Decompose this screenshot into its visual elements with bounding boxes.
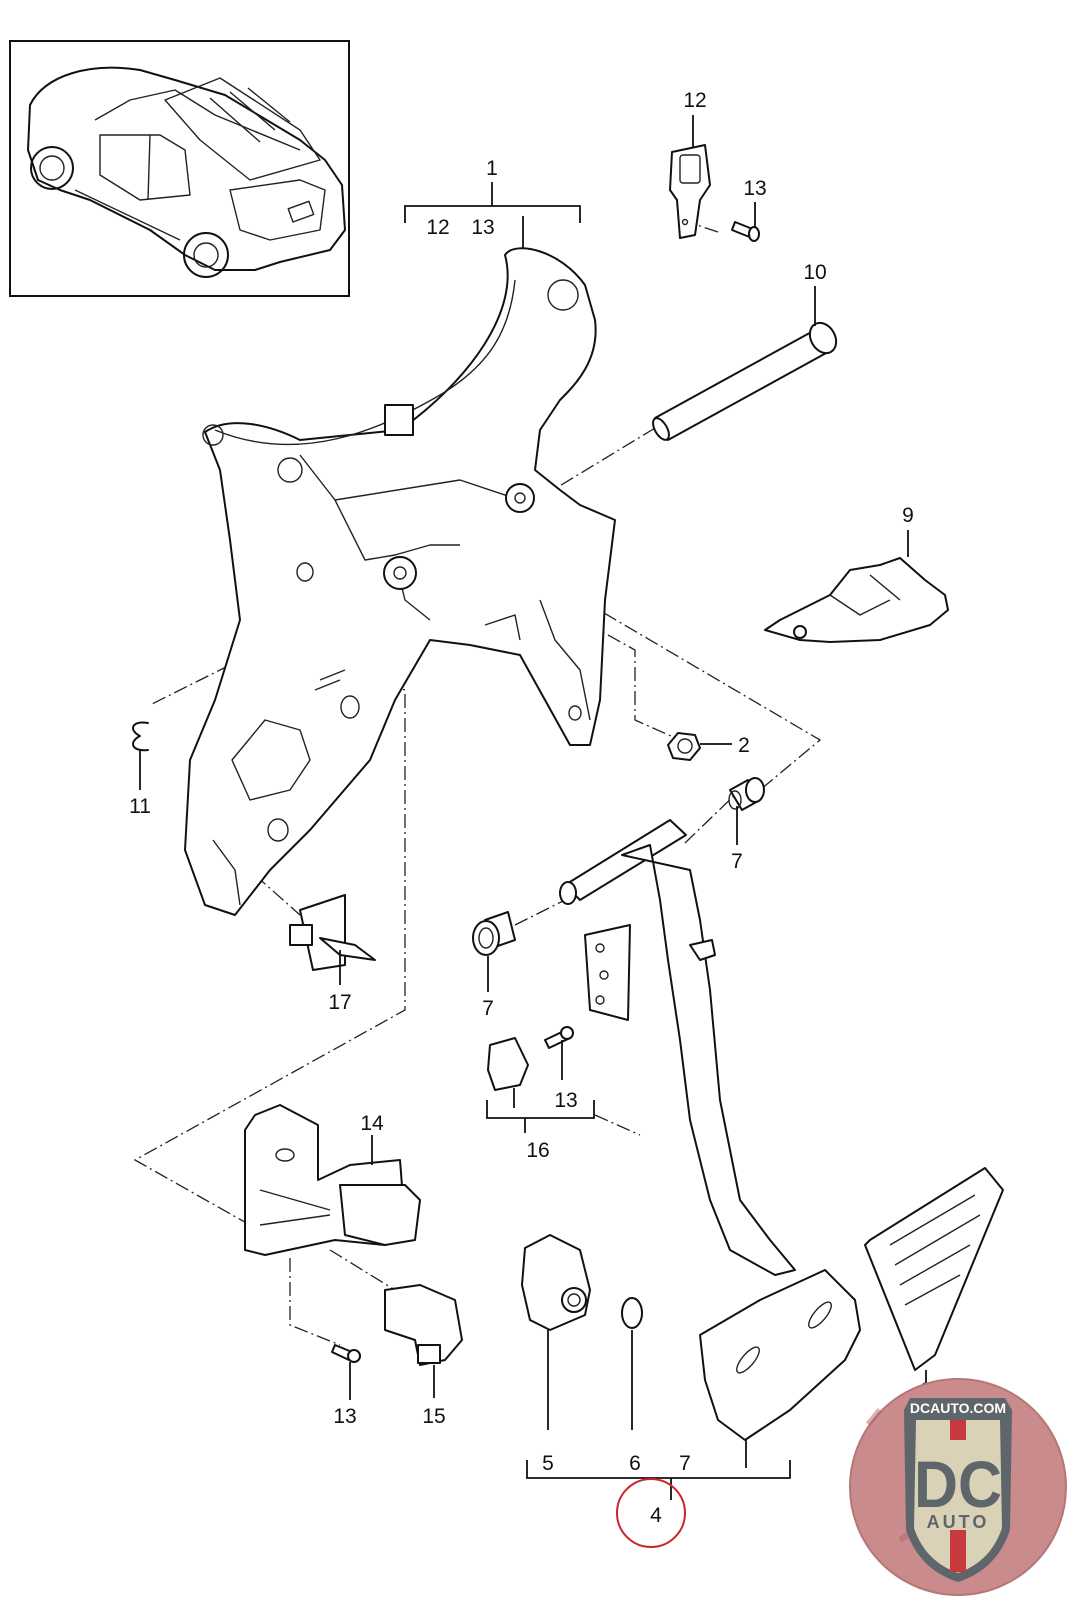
clip bbox=[132, 721, 149, 752]
pedal-bracket bbox=[184, 247, 616, 916]
callout-14[interactable]: 14 bbox=[360, 1112, 384, 1135]
mounting-plate bbox=[669, 144, 711, 239]
callout-7-right[interactable]: 7 bbox=[731, 850, 743, 873]
callout-9[interactable]: 9 bbox=[902, 504, 914, 527]
pivot-pin bbox=[652, 321, 838, 441]
callout-7-bottom[interactable]: 7 bbox=[679, 1452, 691, 1475]
brake-switch bbox=[521, 1234, 591, 1331]
dcauto-watermark-logo: DCAUTO.COM DC AUTO bbox=[849, 1378, 1067, 1596]
callout-1-sub-12: 12 bbox=[426, 216, 449, 239]
cap bbox=[621, 1297, 643, 1329]
callout-2[interactable]: 2 bbox=[738, 734, 750, 757]
callout-4[interactable]: 4 bbox=[650, 1504, 662, 1527]
callout-15[interactable]: 15 bbox=[422, 1405, 445, 1428]
logo-word: AUTO bbox=[927, 1512, 990, 1532]
callout-7-left[interactable]: 7 bbox=[482, 997, 494, 1020]
screw-bottom bbox=[331, 1344, 361, 1363]
accelerator-pad bbox=[864, 1167, 1004, 1371]
bushing-left bbox=[472, 911, 516, 956]
leader-lines bbox=[139, 115, 927, 1500]
callout-labels: 1 12 13 12 13 10 9 2 7 11 17 7 13 16 14 … bbox=[129, 89, 932, 1527]
callout-4-highlight bbox=[616, 1478, 686, 1548]
logo-site-text: DCAUTO.COM bbox=[910, 1400, 1006, 1416]
nut bbox=[667, 732, 701, 761]
callout-17[interactable]: 17 bbox=[328, 991, 351, 1014]
logo-initials: DC bbox=[914, 1447, 1002, 1521]
bushing-right bbox=[728, 777, 765, 811]
pedal-cover bbox=[764, 557, 949, 643]
callout-10[interactable]: 10 bbox=[803, 261, 826, 284]
callout-1[interactable]: 1 bbox=[486, 157, 498, 180]
callout-5[interactable]: 5 bbox=[542, 1452, 554, 1475]
switch-bracket bbox=[244, 1104, 421, 1256]
callout-13-bottom[interactable]: 13 bbox=[333, 1405, 356, 1428]
callout-16[interactable]: 16 bbox=[526, 1139, 549, 1162]
position-sensor bbox=[384, 1284, 463, 1366]
callout-13-mid[interactable]: 13 bbox=[554, 1089, 577, 1112]
callout-1-sub-13: 13 bbox=[471, 216, 494, 239]
vehicle-icon bbox=[27, 66, 346, 278]
callout-13-top[interactable]: 13 bbox=[743, 177, 766, 200]
callout-12[interactable]: 12 bbox=[683, 89, 706, 112]
screw-top bbox=[731, 221, 760, 242]
callout-11[interactable]: 11 bbox=[129, 795, 151, 818]
switch-sensor bbox=[289, 894, 376, 971]
pedal-sensor bbox=[487, 1026, 574, 1091]
vehicle-inset bbox=[9, 40, 350, 297]
brake-pedal bbox=[559, 819, 861, 1441]
callout-6[interactable]: 6 bbox=[629, 1452, 641, 1475]
